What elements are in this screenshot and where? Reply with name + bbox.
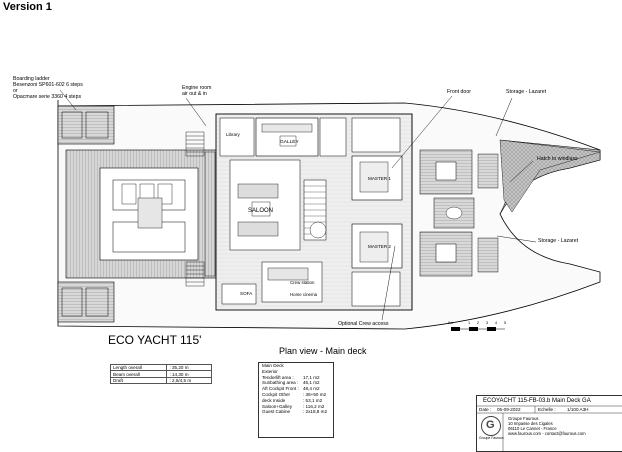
- spec-value: : 35,20 m: [166, 363, 212, 372]
- room-master2: MASTER 2: [368, 244, 391, 249]
- title-block-drawing-no: ECOYACHT 115-FB-03.b Main Deck GA: [483, 398, 591, 404]
- area-value: : 36+50 m2: [303, 391, 327, 397]
- area-row: Aft Cockpit Front : 48,4 m2: [259, 386, 333, 392]
- company-logo-letters: G: [486, 419, 495, 431]
- engine-room-label-1: Engine room: [182, 85, 212, 91]
- room-crew-station: Crew station: [290, 280, 315, 285]
- area-row: Cockpit Other : 36+50 m2: [259, 392, 333, 398]
- area-row: Saloon+Galley : 116,2 m2: [259, 404, 333, 410]
- area-label: Cockpit Other: [262, 391, 291, 397]
- area-row: Tenderlift area : 17,1 m2: [259, 375, 333, 381]
- area-value: 46,1 m2: [303, 380, 320, 386]
- area-label: Saloon+Galley: [262, 403, 293, 409]
- boarding-ladder-line2: Besenzoni SP601-602 6 steps: [13, 82, 83, 88]
- area-label: Sunbathing area :: [262, 380, 299, 386]
- engine-room-label-2: air out & in: [182, 91, 207, 97]
- title-block-scale-value: 1/100 A3H: [567, 406, 589, 412]
- area-value: 17,1 m2: [303, 374, 320, 380]
- scale-label-5: 5: [504, 321, 507, 325]
- area-value: : 116,2 m2: [303, 403, 325, 409]
- boarding-ladder-line3: or: [13, 88, 18, 94]
- spec-row: Length overall : 35,20 m: [109, 363, 212, 372]
- company-logo-caption: Groupe Faurous: [479, 436, 504, 440]
- area-row: deck Inside : 53,1 m2: [259, 398, 333, 404]
- area-label: Tenderlift area :: [262, 374, 294, 380]
- scale-bar: [451, 327, 505, 331]
- spec-label: Draft: [109, 376, 168, 385]
- room-sofa: SOFA: [240, 291, 253, 296]
- spec-row: Draft : 2,5/4,5 m: [109, 376, 212, 385]
- area-value: : 53,1 m2: [303, 397, 323, 403]
- title-block: ECOYACHT 115-FB-03.b Main Deck GA Date :…: [476, 395, 622, 452]
- scale-label-1: 1: [468, 321, 471, 325]
- area-label: Main Deck: [262, 363, 284, 368]
- boarding-ladder-line4: Opacmare serie 3360 4 steps: [13, 94, 82, 100]
- area-row: Main Deck: [259, 363, 333, 369]
- specs-table: Length overall : 35,20 m Beam overall : …: [109, 363, 212, 385]
- scale-label-0: 0m: [448, 321, 454, 325]
- area-label: deck Inside: [262, 397, 286, 403]
- room-saloon: SALOON: [248, 208, 274, 214]
- hatch-windlass-label: Hatch to windlass: [537, 156, 578, 162]
- version-label: Version 1: [3, 1, 52, 13]
- area-label: Aft Cockpit Front :: [262, 386, 299, 392]
- room-galley: GALLEY: [280, 140, 299, 145]
- area-value: 48,4 m2: [303, 386, 320, 392]
- spec-label: Length overall: [109, 363, 168, 372]
- title-block-date-label: Date :: [479, 406, 492, 412]
- area-value: : 2x18,8 m2: [303, 409, 328, 415]
- area-row: Sunbathing area : 46,1 m2: [259, 380, 333, 386]
- scale-label-4: 4: [495, 321, 498, 325]
- company-logo: G: [481, 416, 501, 436]
- room-master1: MASTER 1: [368, 176, 391, 181]
- area-row: Guest Cabine : 2x18,8 m2: [259, 409, 333, 415]
- drawing-subtitle: Plan view - Main deck: [279, 346, 367, 356]
- front-door-label: Front door: [447, 89, 471, 95]
- spec-row: Beam overall : 14,30 m: [109, 370, 212, 378]
- room-home-cinema: Home cinema: [290, 292, 318, 297]
- scale-label-3: 3: [486, 321, 489, 325]
- spec-value: : 14,30 m: [166, 370, 212, 378]
- spec-label: Beam overall: [109, 370, 168, 378]
- scale-label-2: 2: [477, 321, 480, 325]
- company-line-2: 10 Impasse des Cigales: [508, 421, 553, 426]
- company-line-1: Groupe Faurous: [508, 416, 539, 421]
- area-label: Exterior: [262, 368, 278, 374]
- storage-lazaret-bottom-label: Storage - Lazaret: [538, 238, 579, 244]
- areas-box: Main Deck Exterior Tenderlift area : 17,1…: [258, 362, 334, 438]
- optional-crew-access-label: Optional Crew access: [338, 321, 389, 327]
- title-block-scale-label: Echelle :: [538, 406, 556, 412]
- area-row: Exterior: [259, 369, 333, 375]
- company-line-3: 06110 Le Cannet - France: [508, 426, 557, 431]
- storage-lazaret-top-label: Storage - Lazaret: [506, 89, 547, 95]
- area-label: Guest Cabine: [262, 409, 291, 415]
- spec-value: : 2,5/4,5 m: [166, 376, 212, 385]
- boarding-ladder-line1: Boarding ladder: [13, 76, 50, 82]
- title-block-date-value: 05-09-2022: [497, 406, 521, 412]
- company-line-4: www.faurous.com - contact@faurous.com: [508, 431, 586, 436]
- room-library: Library: [226, 132, 240, 137]
- drawing-title: ECO YACHT 115': [108, 333, 202, 347]
- aft-stairs: [185, 131, 205, 287]
